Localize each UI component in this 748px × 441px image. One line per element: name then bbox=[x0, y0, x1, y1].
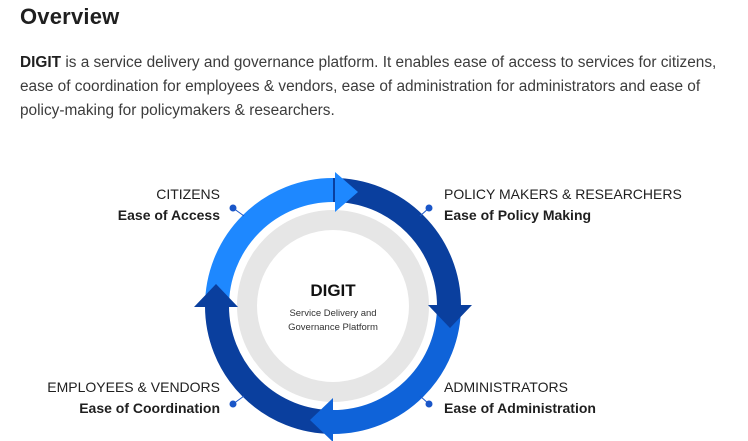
benefit-employees: Ease of Coordination bbox=[79, 400, 220, 416]
ring-segment-bottom-right bbox=[332, 305, 461, 434]
center-circle bbox=[257, 230, 409, 382]
center-subtitle: Service Delivery and Governance Platform bbox=[288, 308, 378, 333]
ring-segment-top-right bbox=[332, 178, 461, 307]
ring-segment-top-left bbox=[205, 178, 334, 307]
intro-bold: DIGIT bbox=[20, 54, 62, 71]
arrowhead-left bbox=[194, 284, 238, 307]
benefit-administrators: Ease of Administration bbox=[444, 400, 596, 416]
intro-text: is a service delivery and governance pla… bbox=[20, 54, 717, 119]
ring-segment-bottom-left bbox=[205, 305, 334, 434]
role-employees: EMPLOYEES & VENDORS bbox=[47, 379, 220, 395]
benefit-citizens: Ease of Access bbox=[117, 207, 220, 223]
arrowhead-top bbox=[335, 172, 358, 212]
label-policy-makers: POLICY MAKERS & RESEARCHERS Ease of Poli… bbox=[444, 184, 704, 226]
label-citizens: CITIZENS Ease of Access bbox=[60, 184, 220, 226]
page-title: Overview bbox=[20, 4, 120, 29]
arrowhead-bottom bbox=[310, 398, 333, 441]
label-administrators: ADMINISTRATORS Ease of Administration bbox=[444, 377, 704, 419]
label-employees: EMPLOYEES & VENDORS Ease of Coordination bbox=[20, 377, 220, 419]
role-citizens: CITIZENS bbox=[156, 186, 220, 202]
role-policy-makers: POLICY MAKERS & RESEARCHERS bbox=[444, 186, 682, 202]
benefit-policy-makers: Ease of Policy Making bbox=[444, 207, 592, 223]
arrowhead-right bbox=[428, 305, 472, 328]
intro-paragraph: DIGIT is a service delivery and governan… bbox=[20, 51, 720, 123]
role-administrators: ADMINISTRATORS bbox=[444, 379, 568, 395]
center-title: DIGIT bbox=[310, 281, 356, 300]
